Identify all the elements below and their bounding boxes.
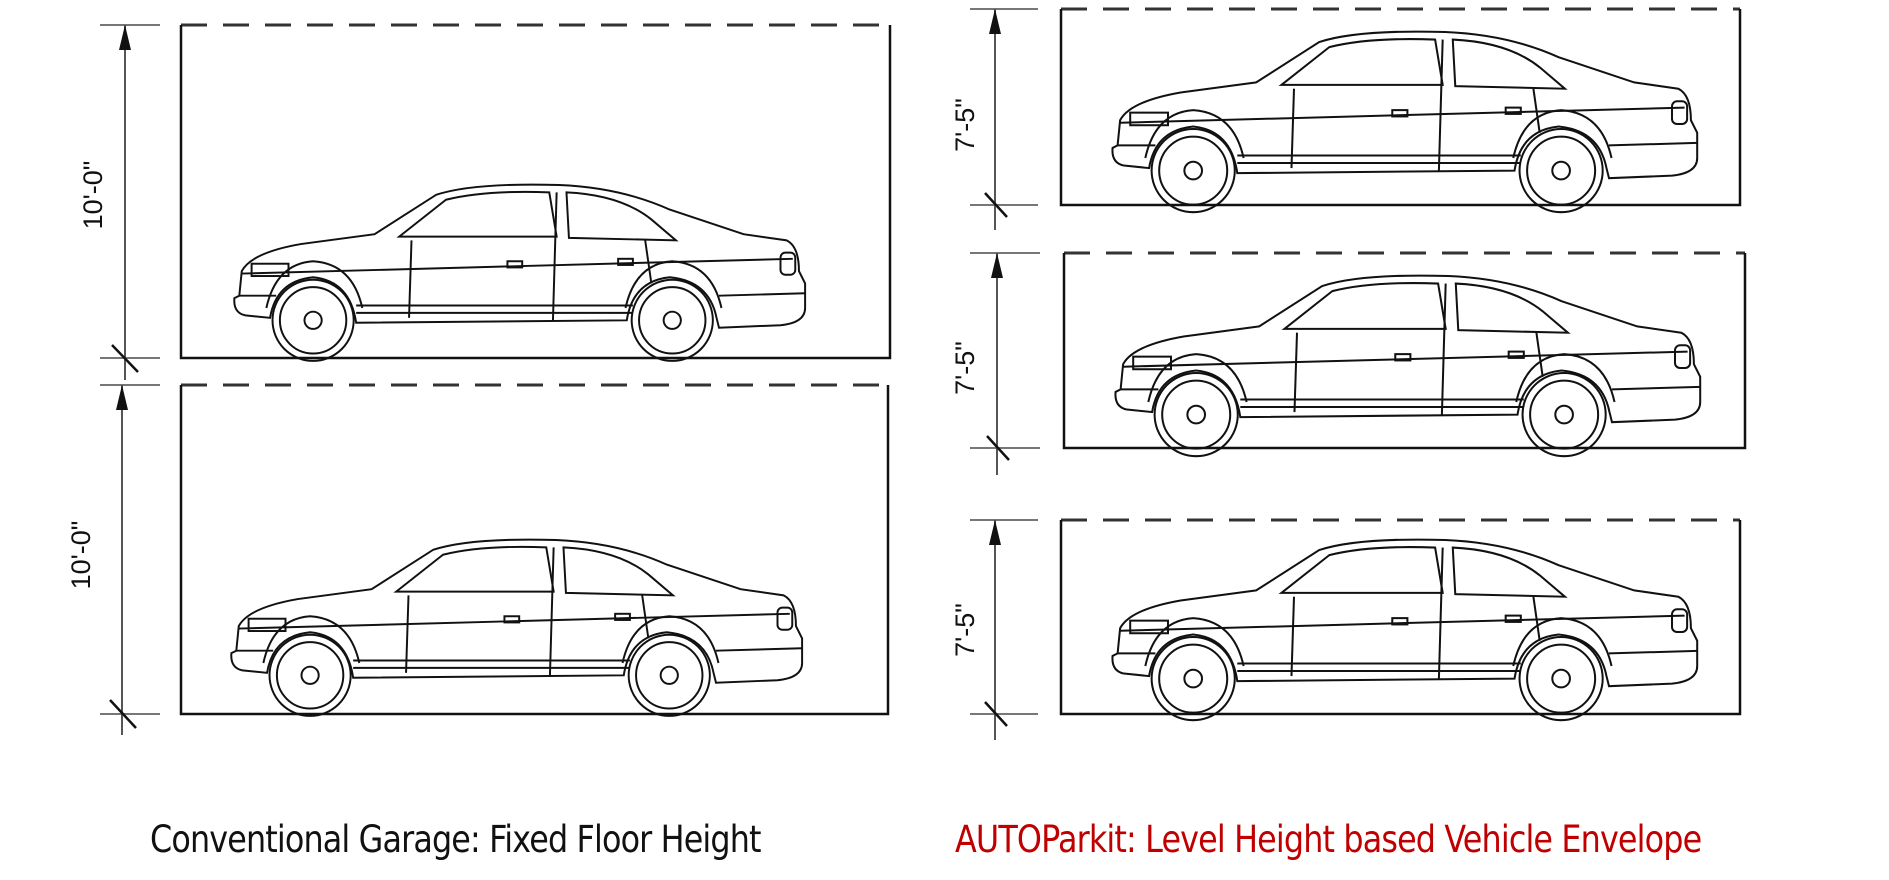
floor-envelope bbox=[1059, 9, 1742, 207]
arrow-up-icon bbox=[119, 25, 131, 50]
dimension-tick bbox=[109, 699, 137, 729]
conventional-level-2: 10'-0" bbox=[66, 383, 890, 735]
car-icon bbox=[1111, 30, 1699, 214]
car-icon bbox=[1114, 274, 1702, 458]
car-icon bbox=[233, 183, 807, 362]
floor-envelope bbox=[179, 385, 890, 716]
floor-envelope bbox=[1062, 253, 1747, 450]
dimension-tick bbox=[986, 435, 1010, 461]
conventional-level-1: 10'-0" bbox=[78, 23, 892, 380]
conventional-garage-caption: Conventional Garage: Fixed Floor Height bbox=[150, 818, 762, 861]
floor-envelope bbox=[179, 25, 892, 360]
autoparkit-caption: AUTOParkit: Level Height based Vehicle E… bbox=[955, 818, 1702, 861]
autoparkit-level-1: 7'-5" bbox=[950, 7, 1742, 230]
dimension-tick bbox=[984, 701, 1008, 727]
car-icon bbox=[230, 538, 804, 717]
arrow-up-icon bbox=[991, 253, 1003, 278]
arrow-up-icon bbox=[989, 9, 1001, 34]
dimension-tick bbox=[111, 344, 139, 373]
height-label: 7'-5" bbox=[950, 341, 980, 395]
height-label: 10'-0" bbox=[66, 521, 96, 590]
car-icon bbox=[1111, 538, 1699, 722]
arrow-up-icon bbox=[989, 520, 1001, 545]
floor-envelope bbox=[1059, 520, 1742, 716]
height-label: 7'-5" bbox=[950, 98, 980, 152]
autoparkit-level-3: 7'-5" bbox=[950, 518, 1742, 740]
autoparkit-level-2: 7'-5" bbox=[950, 251, 1747, 475]
dimension-tick bbox=[984, 192, 1008, 218]
arrow-up-icon bbox=[116, 385, 128, 410]
height-label: 7'-5" bbox=[950, 603, 980, 657]
height-label: 10'-0" bbox=[78, 161, 108, 230]
